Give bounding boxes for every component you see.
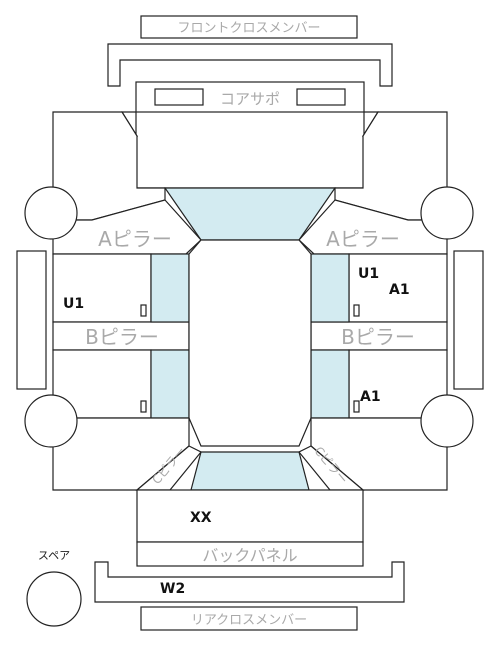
hood-outline [135, 112, 365, 189]
back-panel-label: バックパネル [202, 546, 297, 565]
rear-door-left-handle [140, 400, 147, 413]
a-pillar-left-label: Aピラー [98, 227, 172, 251]
damage-mark-rear-door-right: A1 [360, 389, 381, 405]
front-wheel-right [420, 186, 474, 240]
rear-window [190, 451, 310, 491]
damage-mark-front-door-right-1: U1 [358, 266, 379, 282]
core-support-label: コアサポ [220, 90, 280, 108]
core-support: コアサポ [135, 81, 365, 113]
front-cross-member-bracket [107, 43, 393, 87]
front-cross-member-label-box [140, 15, 358, 39]
front-side-window-left [150, 253, 190, 323]
rear-wheel-right [420, 394, 474, 448]
front-side-window-right [310, 253, 350, 323]
a-pillar-right-label: Aピラー [326, 227, 400, 251]
spare-tire [26, 571, 82, 627]
side-sill-left [16, 250, 47, 390]
rear-door-right-handle [353, 400, 360, 413]
rear-cross-member-bracket [94, 561, 405, 603]
rear-side-window-right [310, 349, 350, 419]
side-sill-right [453, 250, 484, 390]
front-wheel-left [24, 186, 78, 240]
b-pillar-right-label: Bピラー [341, 325, 415, 349]
rear-cross-member-label: リアクロスメンバー [191, 613, 307, 628]
headlight-left [154, 88, 204, 106]
rear-side-window-left [150, 349, 190, 419]
damage-mark-trunk: XX [190, 510, 212, 526]
damage-mark-rear-member: W2 [160, 581, 185, 597]
trunk-lid [136, 489, 364, 543]
b-pillar-right-band [310, 321, 448, 351]
headlight-right [296, 88, 346, 106]
b-pillar-left-label: Bピラー [85, 325, 159, 349]
roof [188, 239, 312, 447]
front-cross-member: フロントクロスメンバー [107, 15, 393, 87]
front-cross-member-label: フロントクロスメンバー [177, 21, 320, 36]
rear-wheel-left [24, 394, 78, 448]
damage-mark-front-door-right-2: A1 [389, 282, 410, 298]
front-door-right-handle [353, 304, 360, 317]
front-door-left-handle [140, 304, 147, 317]
back-panel [136, 541, 364, 567]
rear-cross-member-label-box [140, 606, 358, 631]
spare-label: スペア [38, 549, 70, 562]
damage-mark-front-door-left: U1 [63, 296, 84, 312]
